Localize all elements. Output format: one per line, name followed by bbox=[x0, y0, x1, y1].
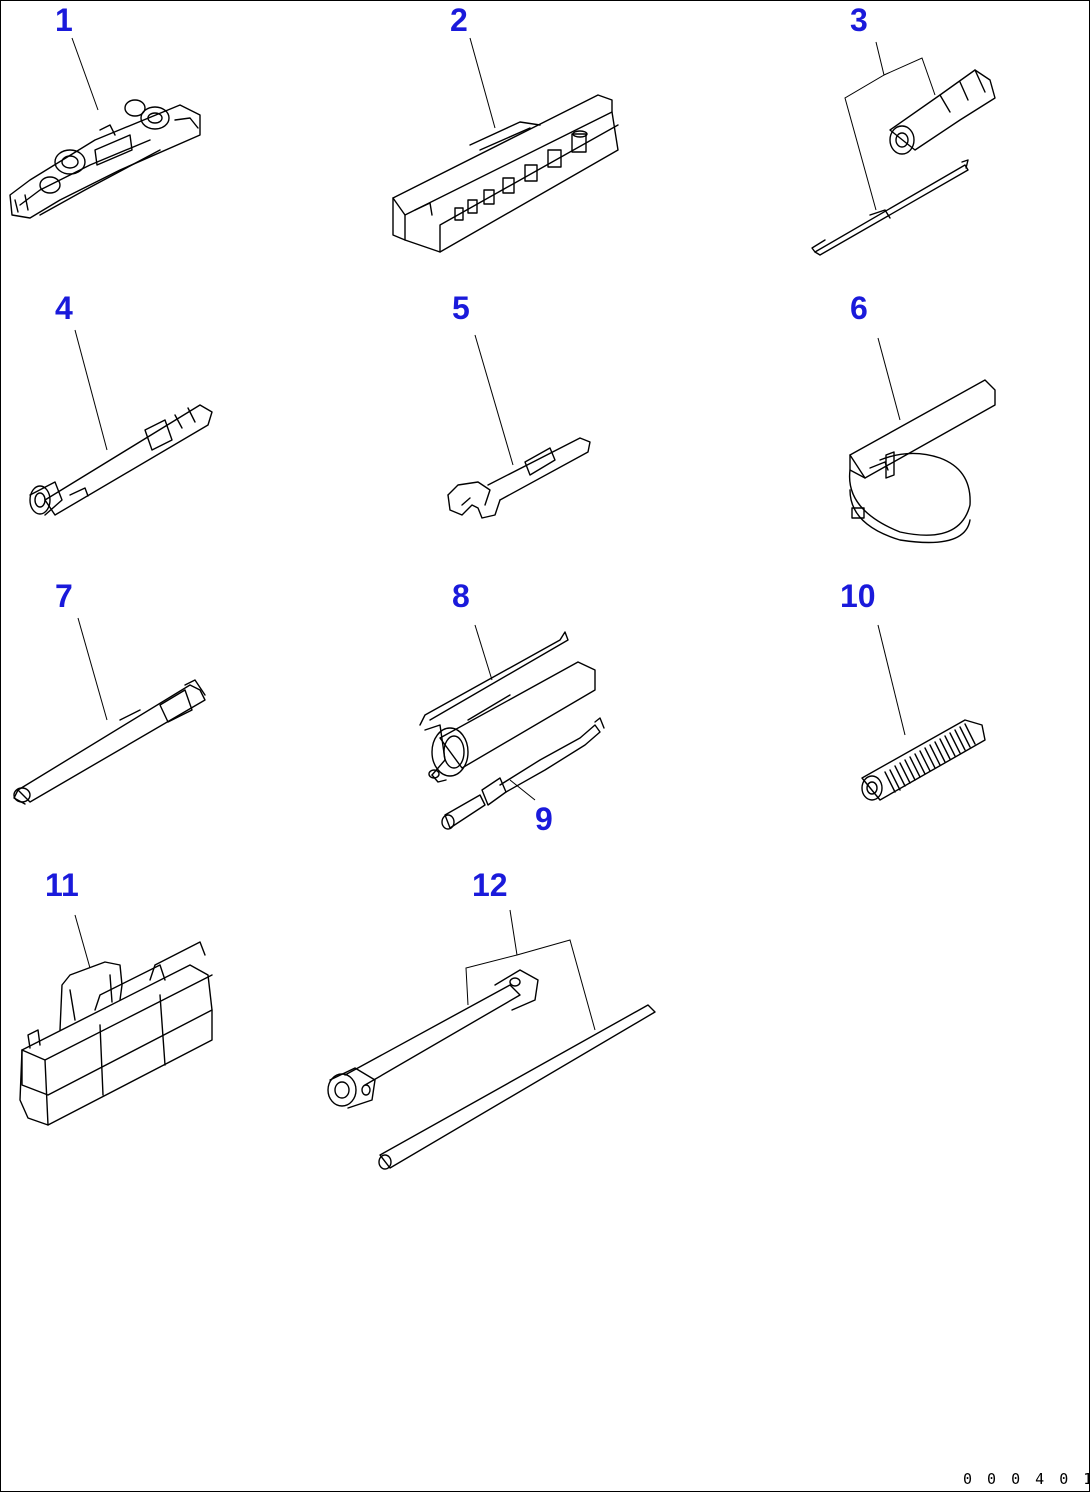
item-number-5: 5 bbox=[452, 290, 470, 326]
item-number-6: 6 bbox=[850, 290, 868, 326]
leader-line-3 bbox=[844, 41, 936, 211]
spring-coil-icon bbox=[861, 719, 986, 801]
leader-line-4 bbox=[74, 329, 108, 451]
leader-line-10 bbox=[877, 624, 906, 736]
extension-bar-icon bbox=[13, 679, 206, 805]
combination-wrench-set-icon bbox=[9, 99, 201, 219]
item-number-7: 7 bbox=[55, 578, 73, 614]
leader-line-11 bbox=[74, 914, 91, 969]
item-10-group[interactable]: 10 bbox=[840, 578, 986, 801]
item-9-group[interactable]: 9 bbox=[441, 717, 605, 837]
leader-line-12 bbox=[465, 909, 596, 1031]
item-1-group[interactable]: 1 bbox=[9, 2, 201, 219]
leader-line-5 bbox=[474, 334, 514, 466]
leader-line-6 bbox=[877, 337, 901, 421]
item-6-group[interactable]: 6 bbox=[848, 290, 996, 544]
leader-line-7 bbox=[77, 617, 108, 721]
item-7-group[interactable]: 7 bbox=[13, 578, 206, 805]
tool-bag-icon bbox=[19, 941, 213, 1126]
grease-gun-icon bbox=[419, 631, 596, 783]
item-number-10: 10 bbox=[840, 578, 876, 614]
item-5-group[interactable]: 5 bbox=[447, 290, 591, 519]
extension-socket-wrench-icon bbox=[29, 404, 213, 516]
item-number-11: 11 bbox=[45, 867, 79, 903]
item-12-group[interactable]: 12 bbox=[327, 867, 656, 1170]
item-number-8: 8 bbox=[452, 578, 470, 614]
leader-line-2 bbox=[469, 37, 496, 129]
leader-line-9 bbox=[509, 779, 536, 801]
open-end-wrench-icon bbox=[447, 437, 591, 519]
leader-line-1 bbox=[71, 37, 99, 111]
box-wrench-and-bar-icon bbox=[327, 969, 656, 1170]
item-number-2: 2 bbox=[450, 2, 468, 38]
item-4-group[interactable]: 4 bbox=[29, 290, 213, 516]
item-3-group[interactable]: 3 bbox=[811, 2, 996, 256]
filter-band-wrench-icon bbox=[848, 379, 996, 544]
item-number-3: 3 bbox=[850, 2, 868, 38]
item-2-group[interactable]: 2 bbox=[392, 2, 619, 253]
leader-line-8 bbox=[474, 624, 493, 681]
item-number-12: 12 bbox=[472, 867, 508, 903]
item-8-group[interactable]: 8 bbox=[419, 578, 596, 783]
item-number-9: 9 bbox=[535, 801, 553, 837]
item-number-4: 4 bbox=[55, 290, 73, 326]
grease-nozzle-icon bbox=[441, 717, 605, 830]
drawing-code: 0 0 0 4 0 1 C 7 bbox=[963, 1470, 1090, 1488]
socket-set-case-icon bbox=[392, 94, 619, 253]
item-number-1: 1 bbox=[55, 2, 73, 38]
socket-and-bar-icon bbox=[811, 69, 996, 256]
item-11-group[interactable]: 11 bbox=[19, 867, 213, 1126]
